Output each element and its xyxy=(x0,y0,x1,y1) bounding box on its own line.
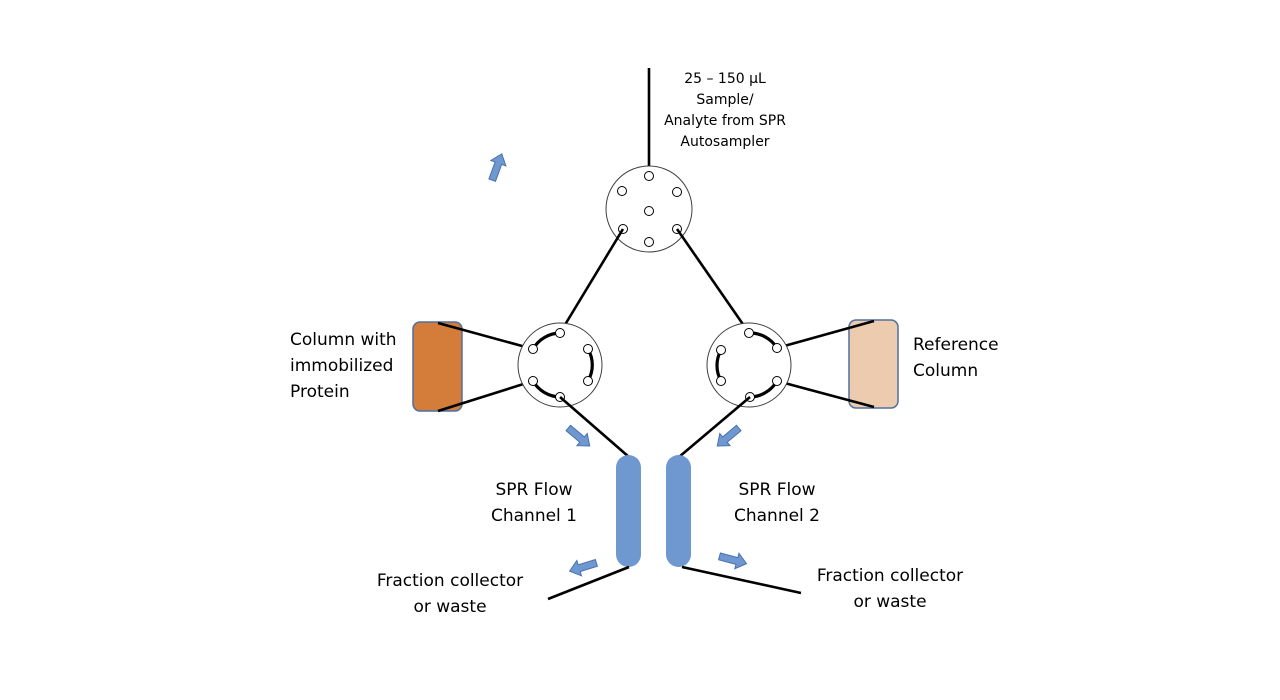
valve-port xyxy=(716,345,726,355)
valve-port xyxy=(583,344,593,354)
column-protein-line: Protein xyxy=(290,382,350,402)
column-immobilized-protein xyxy=(412,321,463,412)
flow-channel-2-line: SPR Flow xyxy=(738,480,816,500)
valve-port xyxy=(644,206,654,216)
valve-port xyxy=(617,186,627,196)
column-protein-label: Column with immobilized Protein xyxy=(290,327,397,405)
column-protein-line: immobilized xyxy=(290,356,394,376)
valve-port xyxy=(672,187,682,197)
spr-flow-channel-2 xyxy=(666,455,691,567)
valve-port xyxy=(644,171,654,181)
right-switch-valve xyxy=(706,322,792,408)
block-arrow-icon xyxy=(716,424,742,447)
left-switch-valve xyxy=(517,322,603,408)
sample-source-line: 25 – 150 µL xyxy=(684,71,766,87)
valve-port xyxy=(555,328,565,338)
valve-port xyxy=(772,343,782,353)
block-arrow-icon xyxy=(488,153,507,182)
outlet-line-2 xyxy=(681,565,802,595)
outlet-1-line: or waste xyxy=(413,597,487,617)
flow-channel-1-line: Channel 1 xyxy=(490,506,577,526)
tubing-to-left-valve xyxy=(558,228,625,334)
valve-port xyxy=(583,376,593,386)
valve-port xyxy=(528,376,538,386)
column-reference xyxy=(848,319,899,409)
tubing-left-column-top xyxy=(437,321,534,351)
sample-source-line: Analyte from SPR xyxy=(664,113,786,129)
valve-port xyxy=(772,376,782,386)
block-arrow-icon xyxy=(568,558,599,577)
outlet-2-line: or waste xyxy=(853,592,927,612)
column-protein-line: Column with xyxy=(290,330,397,350)
flow-channel-2-label: SPR Flow Channel 2 xyxy=(717,477,837,529)
column-reference-label: Reference Column xyxy=(913,332,999,384)
column-reference-line: Reference xyxy=(913,335,999,355)
flow-channel-1-label: SPR Flow Channel 1 xyxy=(474,477,594,529)
tubing-left-column-bottom xyxy=(437,379,534,413)
tubing-to-right-valve xyxy=(675,228,751,334)
outlet-1-line: Fraction collector xyxy=(376,571,524,591)
block-arrow-icon xyxy=(717,552,748,570)
outlet-1-label: Fraction collector or waste xyxy=(365,568,535,620)
outlet-2-label: Fraction collector or waste xyxy=(805,563,975,615)
outlet-line-1 xyxy=(547,565,630,601)
sample-source-label: 25 – 150 µL Sample/ Analyte from SPR Aut… xyxy=(655,69,795,153)
flow-channel-2-line: Channel 2 xyxy=(733,506,820,526)
valve-port xyxy=(744,328,754,338)
tubing-right-valve-to-channel-2 xyxy=(678,396,751,458)
valve-port xyxy=(644,237,654,247)
spr-flow-channel-1 xyxy=(616,455,641,567)
tubing-right-column-top xyxy=(776,319,875,350)
valve-port xyxy=(716,376,726,386)
sample-source-line: Autosampler xyxy=(680,134,770,150)
injection-valve xyxy=(605,165,693,253)
tubing-left-valve-to-channel-1 xyxy=(559,396,630,458)
block-arrow-icon xyxy=(565,424,591,447)
outlet-2-line: Fraction collector xyxy=(816,566,964,586)
flow-channel-1-line: SPR Flow xyxy=(495,480,573,500)
valve-port xyxy=(528,344,538,354)
tubing-right-column-bottom xyxy=(776,379,875,409)
sample-source-line: Sample/ xyxy=(696,92,754,108)
column-reference-line: Column xyxy=(913,361,979,381)
